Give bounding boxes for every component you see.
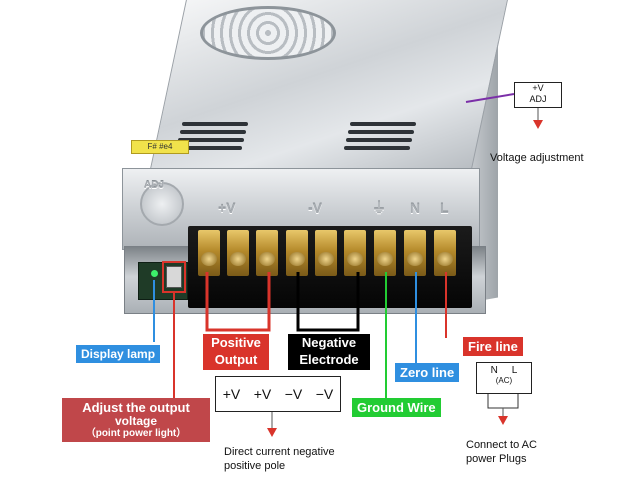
display-lamp-led-icon <box>151 270 158 277</box>
terminal-screw <box>286 230 308 276</box>
positive-output-label-line2: Output <box>214 352 258 367</box>
display-lamp-label: Display lamp <box>76 345 161 363</box>
vent-slot <box>344 146 410 150</box>
vent-slot <box>350 122 416 126</box>
ac-plug-schematic: N L (AC) <box>476 362 532 394</box>
ground-symbol-icon: ⏚ <box>372 200 386 216</box>
psu-label-strip: F# #e4 <box>131 140 189 154</box>
vent-slot <box>180 130 246 134</box>
ac-n-label: N <box>490 365 498 376</box>
vent-slot <box>182 122 248 126</box>
front-label-adj: ADJ <box>144 180 165 191</box>
ac-l-label: L <box>511 365 518 376</box>
arrow-down-icon <box>533 120 543 129</box>
terminal-screw <box>198 230 220 276</box>
dc-terminal-label: −V <box>284 386 303 402</box>
front-label-minus-v: -V <box>308 200 322 216</box>
positive-output-label-line1: Positive <box>211 335 261 350</box>
terminal-screw <box>404 230 426 276</box>
ac-caption-line1: Connect to AC <box>466 439 537 451</box>
zero-line-label: Zero line <box>395 363 460 382</box>
terminal-screw <box>315 230 337 276</box>
arrow-down-icon <box>498 416 508 425</box>
adjust-output-label-line2: voltage <box>114 414 157 428</box>
ac-label: (AC) <box>495 376 513 385</box>
vent-slot <box>176 146 242 150</box>
vent-slot <box>348 130 414 134</box>
dc-caption-line1: Direct current negative <box>224 446 335 458</box>
adj-schematic-plus-v: +V <box>532 83 544 93</box>
vent-slot <box>346 138 412 142</box>
dc-terminal-label: +V <box>222 386 241 402</box>
adjust-knob-icon <box>140 182 184 226</box>
arrow-down-icon <box>267 428 277 437</box>
negative-electrode-label-line1: Negative <box>301 335 357 350</box>
adjust-output-box: Adjust the output voltage （point power l… <box>62 398 210 442</box>
adj-schematic-box: +V ADJ <box>514 82 562 108</box>
voltage-adjustment-caption: Voltage adjustment <box>490 152 584 164</box>
front-label-neutral: N <box>410 200 421 216</box>
ac-caption-line2: power Plugs <box>466 453 527 465</box>
terminal-screw <box>227 230 249 276</box>
adjust-output-label-line1: Adjust the output <box>82 400 190 415</box>
fan-grille-icon <box>200 6 336 60</box>
vent-slot <box>178 138 244 142</box>
terminal-screw <box>256 230 278 276</box>
positive-output-box: Positive Output <box>203 334 269 370</box>
adjust-output-label-line3: （point power light） <box>85 428 187 439</box>
dc-caption-line2: positive pole <box>224 460 286 472</box>
adj-schematic-adj: ADJ <box>529 94 547 104</box>
terminal-screw <box>434 230 456 276</box>
negative-electrode-box: Negative Electrode <box>288 334 370 370</box>
front-label-plus-v: +V <box>218 200 236 216</box>
ground-wire-label: Ground Wire <box>352 398 441 417</box>
dc-terminal-schematic: +V +V −V −V <box>215 376 341 412</box>
dc-terminal-label: −V <box>315 386 334 402</box>
dc-terminal-label: +V <box>253 386 272 402</box>
negative-electrode-label-line2: Electrode <box>299 352 359 367</box>
front-label-line: L <box>440 200 449 216</box>
fire-line-label: Fire line <box>463 337 523 356</box>
terminal-screw <box>344 230 366 276</box>
voltage-potentiometer-icon <box>166 266 182 288</box>
terminal-screw <box>374 230 396 276</box>
